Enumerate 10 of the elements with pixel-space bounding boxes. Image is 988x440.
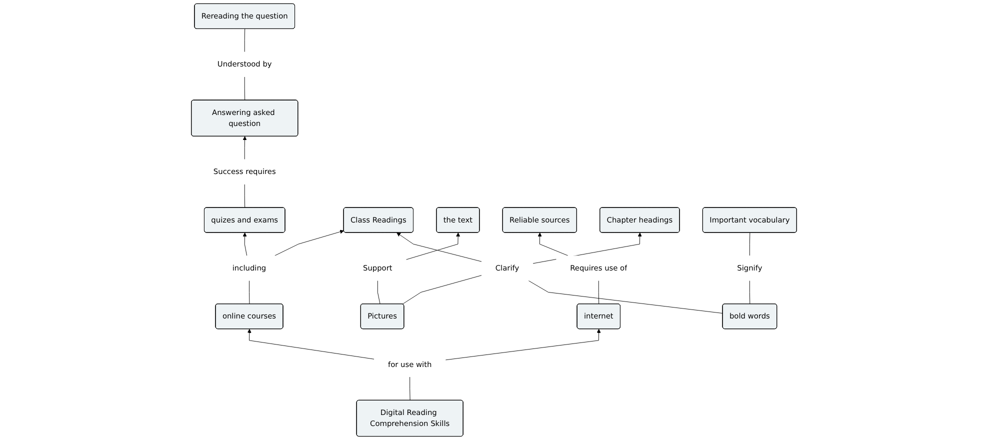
connector (749, 280, 750, 304)
connector (749, 232, 750, 256)
connector (377, 280, 380, 304)
connector (249, 280, 250, 304)
connector (528, 280, 723, 314)
connector (244, 28, 246, 52)
connector (244, 184, 246, 208)
connector (598, 280, 600, 304)
connector (402, 275, 482, 304)
connector (244, 76, 246, 100)
